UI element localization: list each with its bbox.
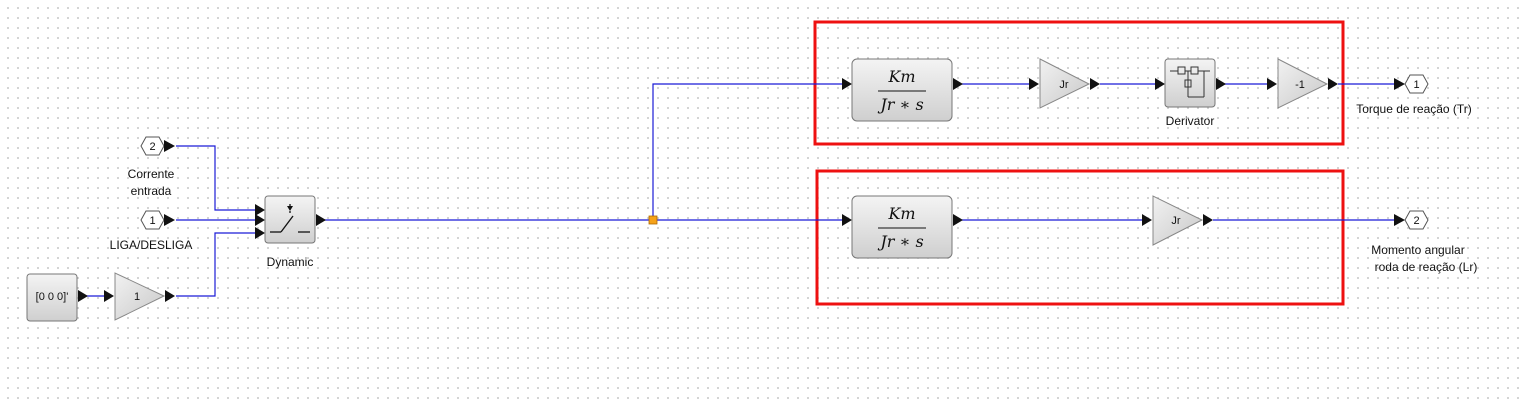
- wires: [80, 83, 1397, 297]
- transfer-function-top[interactable]: Km Jr ∗ s: [842, 58, 963, 122]
- wire-corrente-to-switch[interactable]: [176, 145, 258, 211]
- input-arrow-icon: [255, 227, 265, 239]
- output-port-momento-label-2: roda de reação (Lr): [1375, 260, 1478, 274]
- output-port-momento-number: 2: [1413, 215, 1419, 227]
- wire-gain-to-switch[interactable]: [176, 232, 258, 297]
- input-arrow-icon: [1155, 78, 1165, 90]
- transfer-function-bottom-numerator: Km: [887, 204, 915, 223]
- derivator-block-label: Derivator: [1166, 114, 1215, 128]
- input-port-corrente-label-1: Corrente: [128, 167, 175, 181]
- output-arrow-icon: [316, 214, 326, 226]
- output-port-momento[interactable]: 2 Momento angular roda de reação (Lr): [1371, 210, 1478, 274]
- transfer-function-bottom[interactable]: Km Jr ∗ s: [842, 195, 963, 259]
- wire-split-to-tf-top[interactable]: [652, 83, 844, 220]
- switch-icon: [270, 204, 310, 233]
- input-arrow-icon: [1029, 78, 1039, 90]
- output-arrow-icon: [165, 290, 175, 302]
- transfer-function-top-numerator: Km: [887, 67, 915, 86]
- input-port-liga-label: LIGA/DESLIGA: [110, 238, 193, 252]
- split-point[interactable]: [648, 215, 658, 225]
- gain-block-1[interactable]: 1: [104, 272, 175, 321]
- input-port-corrente-label-2: entrada: [131, 184, 172, 198]
- gain-block-jr-bottom-value: Jr: [1171, 215, 1181, 227]
- output-port-momento-label-1: Momento angular: [1371, 243, 1464, 257]
- output-arrow-icon: [1090, 78, 1100, 90]
- input-arrow-icon: [842, 214, 852, 226]
- output-arrow-icon: [1328, 78, 1338, 90]
- output-arrow-icon: [164, 140, 175, 152]
- output-arrow-icon: [953, 214, 963, 226]
- input-arrow-icon: [1142, 214, 1152, 226]
- transfer-function-bottom-denominator: Jr ∗ s: [877, 232, 923, 251]
- switch-block[interactable]: Dynamic: [255, 195, 326, 269]
- derivator-icon: [1170, 66, 1210, 98]
- input-port-liga-number: 1: [149, 215, 155, 227]
- switch-block-label: Dynamic: [267, 255, 314, 269]
- output-arrow-icon: [78, 290, 88, 302]
- input-arrow-icon: [255, 214, 265, 226]
- input-arrow-icon: [1394, 78, 1405, 90]
- input-arrow-icon: [255, 204, 265, 216]
- transfer-function-top-denominator: Jr ∗ s: [877, 95, 923, 114]
- derivator-block[interactable]: Derivator: [1155, 58, 1226, 128]
- output-port-torque-label: Torque de reação (Tr): [1356, 102, 1472, 116]
- output-port-torque[interactable]: 1 Torque de reação (Tr): [1356, 74, 1472, 116]
- input-port-corrente-number: 2: [149, 141, 155, 153]
- output-arrow-icon: [164, 214, 175, 226]
- constant-block-value: [0 0 0]': [36, 291, 69, 303]
- input-port-liga[interactable]: 1 LIGA/DESLIGA: [110, 210, 193, 252]
- gain-block-jr-top-value: Jr: [1059, 79, 1069, 91]
- input-arrow-icon: [1394, 214, 1405, 226]
- input-arrow-icon: [1267, 78, 1277, 90]
- highlight-box-momentum-path: [815, 169, 1345, 306]
- output-arrow-icon: [953, 78, 963, 90]
- gain-block-neg1-value: -1: [1295, 79, 1305, 91]
- input-arrow-icon: [842, 78, 852, 90]
- output-arrow-icon: [1216, 78, 1226, 90]
- output-arrow-icon: [1203, 214, 1213, 226]
- input-port-corrente[interactable]: 2 Corrente entrada: [128, 136, 175, 198]
- highlight-box-torque-path: [813, 20, 1345, 146]
- output-port-torque-number: 1: [1413, 79, 1419, 91]
- gain-block-jr-top[interactable]: Jr: [1029, 58, 1100, 109]
- constant-block[interactable]: [0 0 0]': [26, 273, 88, 322]
- input-arrow-icon: [104, 290, 114, 302]
- gain-block-1-value: 1: [134, 291, 140, 303]
- gain-block-neg1[interactable]: -1: [1267, 58, 1338, 109]
- gain-block-jr-bottom[interactable]: Jr: [1142, 195, 1213, 246]
